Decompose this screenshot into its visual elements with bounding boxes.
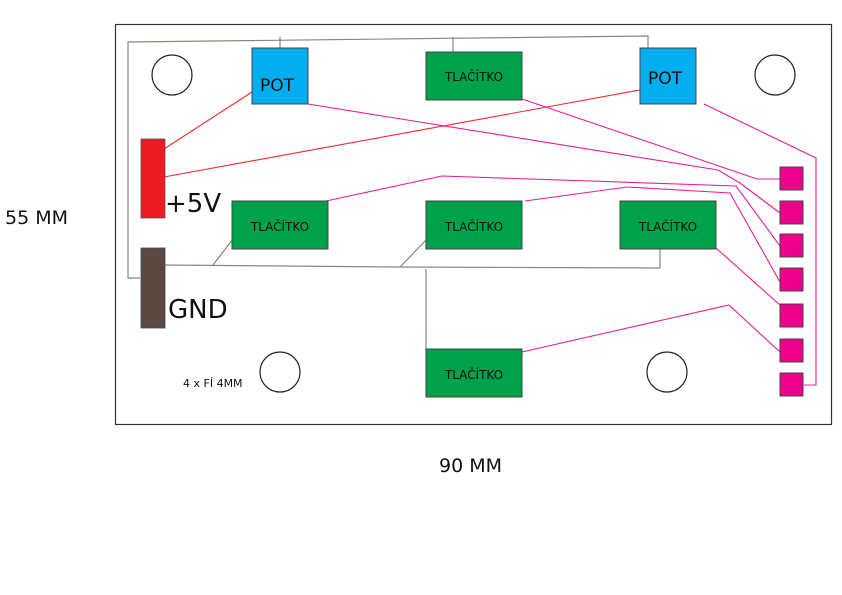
signal-wire-pot-left xyxy=(307,103,781,214)
vcc-wires xyxy=(163,89,641,178)
vcc-pad xyxy=(140,138,166,219)
connector-pin xyxy=(779,338,804,363)
gnd-wires xyxy=(127,35,661,350)
pot-left xyxy=(251,47,309,105)
vcc-label: +5V xyxy=(165,189,221,219)
button-top-label: TLAČÍTKO xyxy=(444,69,503,84)
button-mid-center xyxy=(425,200,523,250)
button-bottom xyxy=(425,348,523,398)
pot-right xyxy=(639,47,697,105)
mounting-hole-top-right xyxy=(754,54,796,96)
button-top xyxy=(425,51,523,101)
holes-note: 4 x FÍ 4MM xyxy=(183,377,243,390)
vcc-wire-pot-left xyxy=(163,91,253,150)
mounting-hole-top-left xyxy=(151,54,193,96)
connector-pin xyxy=(779,166,804,191)
mounting-hole-bottom-left xyxy=(259,351,301,393)
mounting-holes xyxy=(151,54,796,393)
button-bottom-label: TLAČÍTKO xyxy=(444,367,503,382)
button-mid-center-label: TLAČÍTKO xyxy=(444,219,503,234)
gnd-wire-mid-bus xyxy=(161,249,661,269)
signal-wire-button-bottom xyxy=(521,304,781,353)
button-mid-right-label: TLAČÍTKO xyxy=(638,219,697,234)
height-dimension-label: 55 MM xyxy=(5,207,68,229)
connector-pin xyxy=(779,233,804,258)
button-mid-right xyxy=(619,200,717,250)
signal-wire-pot-right xyxy=(703,103,817,386)
gnd-pad xyxy=(140,247,166,329)
connector-pin xyxy=(779,200,804,225)
signal-wire-button-mid-right xyxy=(715,247,781,306)
signal-wire-button-mid-left xyxy=(325,175,781,247)
vcc-wire-pot-right xyxy=(163,89,641,178)
gnd-wire-top-bus xyxy=(127,35,649,279)
signal-wire-button-mid-center xyxy=(524,186,781,283)
width-dimension-label: 90 MM xyxy=(439,455,502,477)
gnd-label: GND xyxy=(168,295,228,325)
connector-pin xyxy=(779,372,804,397)
connector-pins xyxy=(779,166,804,397)
signal-wire-button-top xyxy=(521,98,780,180)
connector-pin xyxy=(779,267,804,292)
button-mid-left-label: TLAČÍTKO xyxy=(250,219,309,234)
connector-pin xyxy=(779,303,804,328)
button-mid-left xyxy=(231,200,329,250)
mounting-hole-bottom-right xyxy=(646,351,688,393)
pot-left-label: POT xyxy=(260,76,295,96)
signal-wires xyxy=(307,98,817,386)
pot-right-label: POT xyxy=(648,69,683,89)
gnd-wire-button-mid-left xyxy=(212,238,234,266)
gnd-wire-button-mid-center xyxy=(399,238,428,268)
